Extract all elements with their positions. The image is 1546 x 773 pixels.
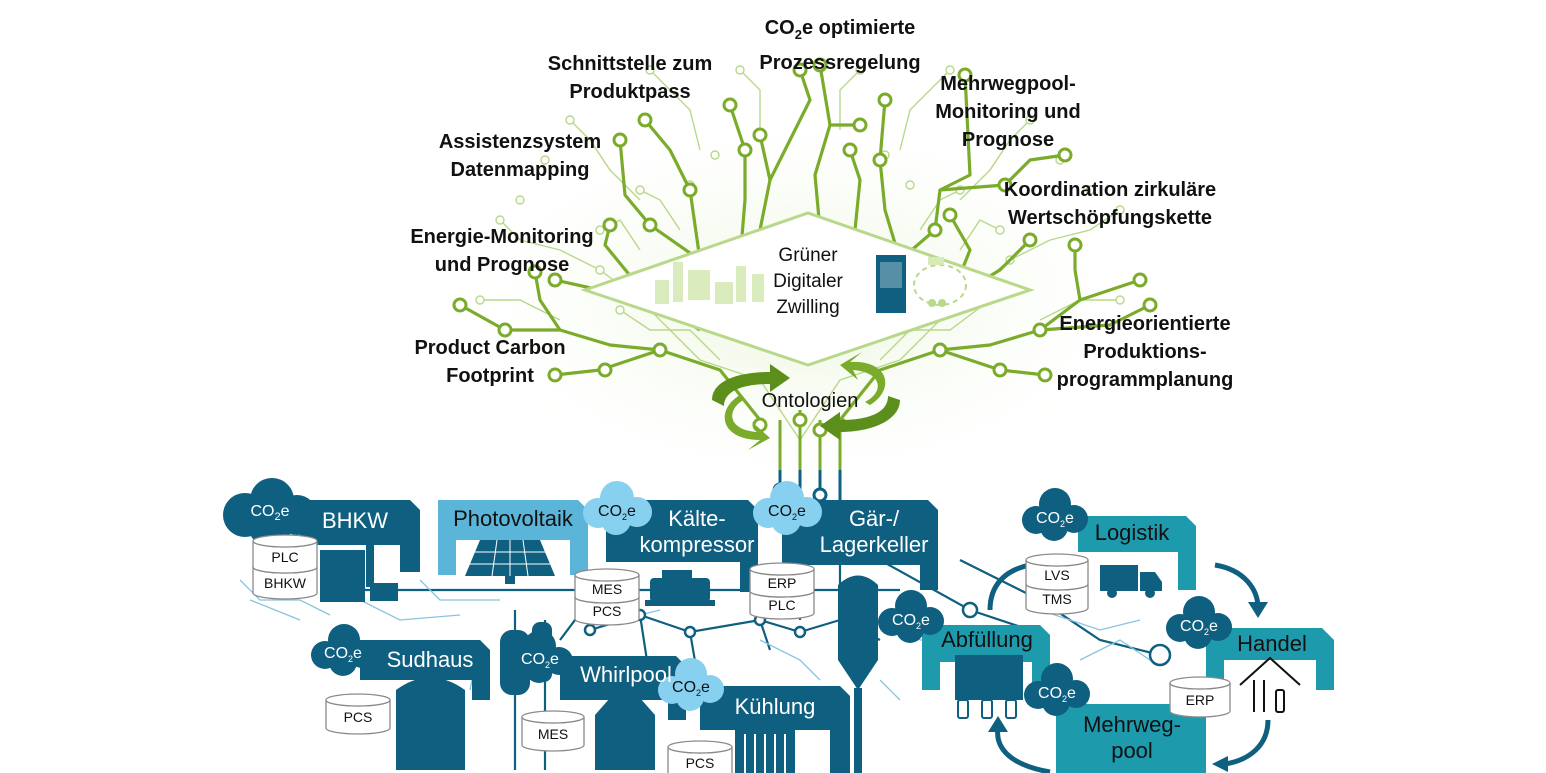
- unit-whirlpool: [560, 656, 686, 770]
- system-cylinders: BHKW PLC PCS MES PLC ERP PCS MES PCS TMS LVS ERP: [252, 534, 1231, 773]
- unit-abfuellung: [922, 625, 1050, 719]
- digital-twin-diamond: [580, 211, 1035, 367]
- unit-mehrwegpool: [1056, 704, 1206, 773]
- cloud-gaer-lagerkeller: [753, 481, 822, 535]
- system-label: PLC: [768, 597, 795, 613]
- title-sudhaus: Sudhaus: [386, 647, 474, 672]
- title-logistik: Logistik: [1094, 520, 1170, 545]
- co2e-badge-text: CO2e: [892, 612, 930, 631]
- system-label: ERP: [1186, 692, 1215, 708]
- system-cylinder-sudhaus: PCS: [325, 693, 391, 735]
- co2e-badge-text: CO2e: [1180, 618, 1218, 637]
- title-photovoltaik: Photovoltaik: [453, 506, 573, 531]
- system-cylinder-kuehlung: PCS: [667, 740, 733, 773]
- co2e-badge-text: CO2e: [324, 645, 362, 664]
- title-bhkw: BHKW: [322, 508, 388, 533]
- system-label: MES: [592, 581, 622, 597]
- digital-twin-title: Grüner Digitaler Zwilling: [773, 245, 843, 318]
- cloud-logistik: [1022, 488, 1088, 541]
- system-label: PCS: [593, 603, 622, 619]
- title-whirlpool: Whirlpool: [580, 662, 672, 687]
- ontology-label: Ontologien: [761, 390, 859, 412]
- co2e-badge-text: CO2e: [521, 651, 559, 670]
- co2e-badge-text: CO2e: [1036, 510, 1074, 529]
- system-cylinder-kaeltekompressor: PCS MES: [574, 568, 640, 626]
- co2e-badge-text: CO2e: [768, 503, 806, 522]
- title-kuehlung: Kühlung: [734, 694, 816, 719]
- system-label: TMS: [1042, 591, 1072, 607]
- system-label: PCS: [344, 709, 373, 725]
- system-label: BHKW: [264, 575, 307, 591]
- unit-handel: [1206, 628, 1334, 715]
- title-abfuellung: Abfüllung: [941, 627, 1033, 652]
- label-co2-prozessregelung: CO2e optimierte Prozessregelung: [759, 17, 921, 74]
- system-cylinder-gaer_lagerkeller: PLC ERP: [749, 562, 815, 620]
- cloud-whirlpool: [506, 630, 573, 683]
- unit-kuehlung: [700, 686, 850, 773]
- ontology-cycle-arrows: [712, 352, 900, 450]
- cloud-abfuellung: [878, 590, 944, 643]
- system-cylinder-bhkw: BHKW PLC: [252, 534, 318, 600]
- cloud-sudhaus: [311, 624, 376, 676]
- cloud-kaeltekompressor: [583, 481, 652, 535]
- system-cylinder-whirlpool: MES: [521, 710, 585, 752]
- system-label: MES: [538, 726, 568, 742]
- circular-flow-arrows: [987, 562, 1271, 773]
- cycle-icon: [913, 257, 967, 307]
- unit-logistik: [1078, 516, 1196, 598]
- system-label: LVS: [1044, 567, 1069, 583]
- cloud-mehrwegpool: [1024, 663, 1090, 716]
- co2e-badge-text: CO2e: [1038, 685, 1076, 704]
- unit-sudhaus: [360, 622, 552, 770]
- system-label: PCS: [686, 755, 715, 771]
- unit-bhkw: [300, 500, 420, 602]
- system-cylinder-logistik: TMS LVS: [1025, 553, 1089, 615]
- title-gaer-lagerkeller: Gär-/ Lagerkeller: [819, 506, 929, 557]
- cloud-handel: [1166, 596, 1232, 649]
- title-handel: Handel: [1237, 631, 1307, 656]
- system-label: PLC: [271, 549, 298, 565]
- co2e-badge-text: CO2e: [598, 503, 636, 522]
- cloud-kuehlung: [658, 658, 724, 711]
- title-kaeltekompressor: Kälte- kompressor: [639, 506, 755, 557]
- unit-photovoltaik: [438, 500, 588, 584]
- tank-icon: [876, 255, 906, 313]
- title-mehrwegpool: Mehrweg- pool: [1083, 712, 1181, 763]
- co2e-badge-text: CO2e: [250, 503, 289, 523]
- co2e-badge-text: CO2e: [672, 679, 710, 698]
- system-label: ERP: [768, 575, 797, 591]
- unit-gaer-lagerkeller: [782, 500, 938, 773]
- system-cylinder-handel: ERP: [1169, 676, 1231, 718]
